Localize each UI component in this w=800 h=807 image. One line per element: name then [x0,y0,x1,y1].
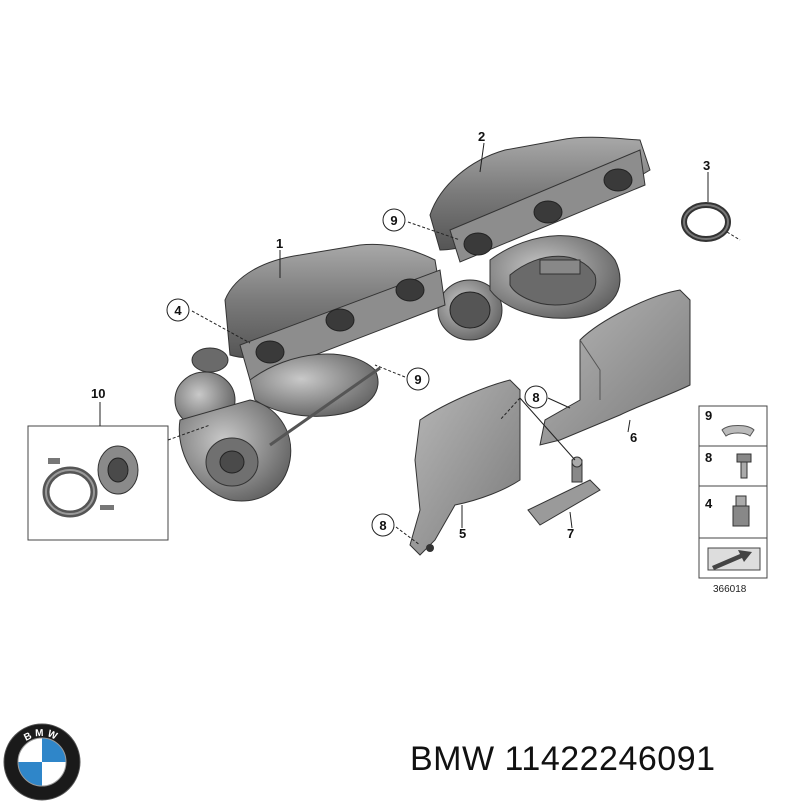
callout-9-upper: 9 [382,208,406,232]
legend-label-8: 8 [705,450,712,465]
heat-shield-upper [539,289,691,446]
legend-label-4: 4 [705,496,713,511]
circled-callouts: 9 4 9 8 8 [166,208,548,537]
callout-5: 5 [459,526,466,541]
bolt-icon [736,453,752,479]
reference-code: 366018 [713,584,747,595]
turbocharger-upper [437,235,621,341]
heat-shield-lower [409,379,521,556]
svg-text:9: 9 [414,372,421,387]
callout-10: 10 [91,386,105,401]
callout-6: 6 [630,430,637,445]
callout-4: 4 [166,298,190,322]
bmw-logo-roundel: BMW [3,723,81,801]
bracket [527,456,601,526]
direction-arrow-icon [707,547,761,571]
callout-3: 3 [703,158,710,173]
gasket-ring [681,202,731,242]
exhaust-manifold-upper [429,136,651,263]
svg-text:8: 8 [379,518,386,533]
stud-icon [732,495,750,527]
callout-9-lower: 9 [406,367,430,391]
callouts: 2 3 1 10 6 5 7 [91,129,710,541]
svg-text:8: 8 [532,390,539,405]
part-number-label: BMW 11422246091 [410,740,716,778]
legend-label-9: 9 [705,408,712,423]
callout-2: 2 [478,129,485,144]
svg-text:BMW: BMW [22,728,61,744]
clip-icon [721,425,755,437]
callout-8-upper: 8 [524,385,548,409]
svg-text:4: 4 [174,303,182,318]
callout-7: 7 [567,526,574,541]
exhaust-manifold-lower [224,243,446,381]
leader-lines [99,142,741,546]
svg-text:9: 9 [390,213,397,228]
callout-8-lower: 8 [371,513,395,537]
hardware-legend: 9 8 4 366018 [698,405,768,595]
callout-1: 1 [276,236,283,251]
inset-box-clamp [27,425,169,541]
turbocharger-lower [174,347,381,502]
bmw-logo: BMW [2,722,82,802]
